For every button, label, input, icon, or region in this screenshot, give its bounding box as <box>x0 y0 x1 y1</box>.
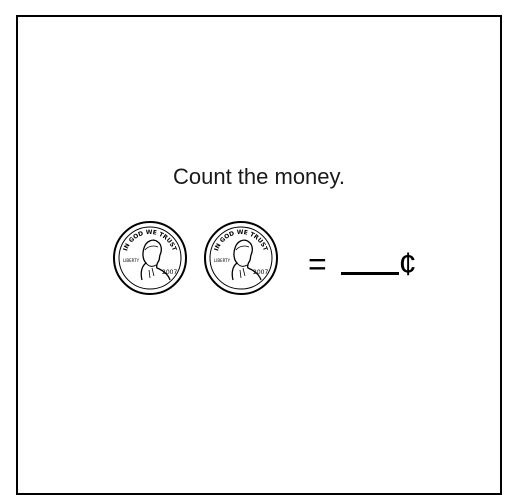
equals-sign: = <box>308 246 327 282</box>
cent-sign: ¢ <box>398 246 417 282</box>
answer-blank[interactable] <box>340 246 399 275</box>
coin-liberty-text: LIBERTY <box>123 258 140 263</box>
penny-icon: IN GOD WE TRUST LIBERTY 2007 <box>112 220 188 296</box>
penny-icon: IN GOD WE TRUST LIBERTY 2007 <box>203 220 279 296</box>
prompt-text: Count the money. <box>172 164 346 189</box>
worksheet-card: Count the money. IN GOD WE TRUST LIBERTY… <box>16 15 502 495</box>
coin-year-text: 2007 <box>162 269 177 276</box>
coin-liberty-text: LIBERTY <box>214 258 231 263</box>
coin-year-text: 2007 <box>253 269 268 276</box>
answer-equation: =¢ <box>308 246 416 280</box>
